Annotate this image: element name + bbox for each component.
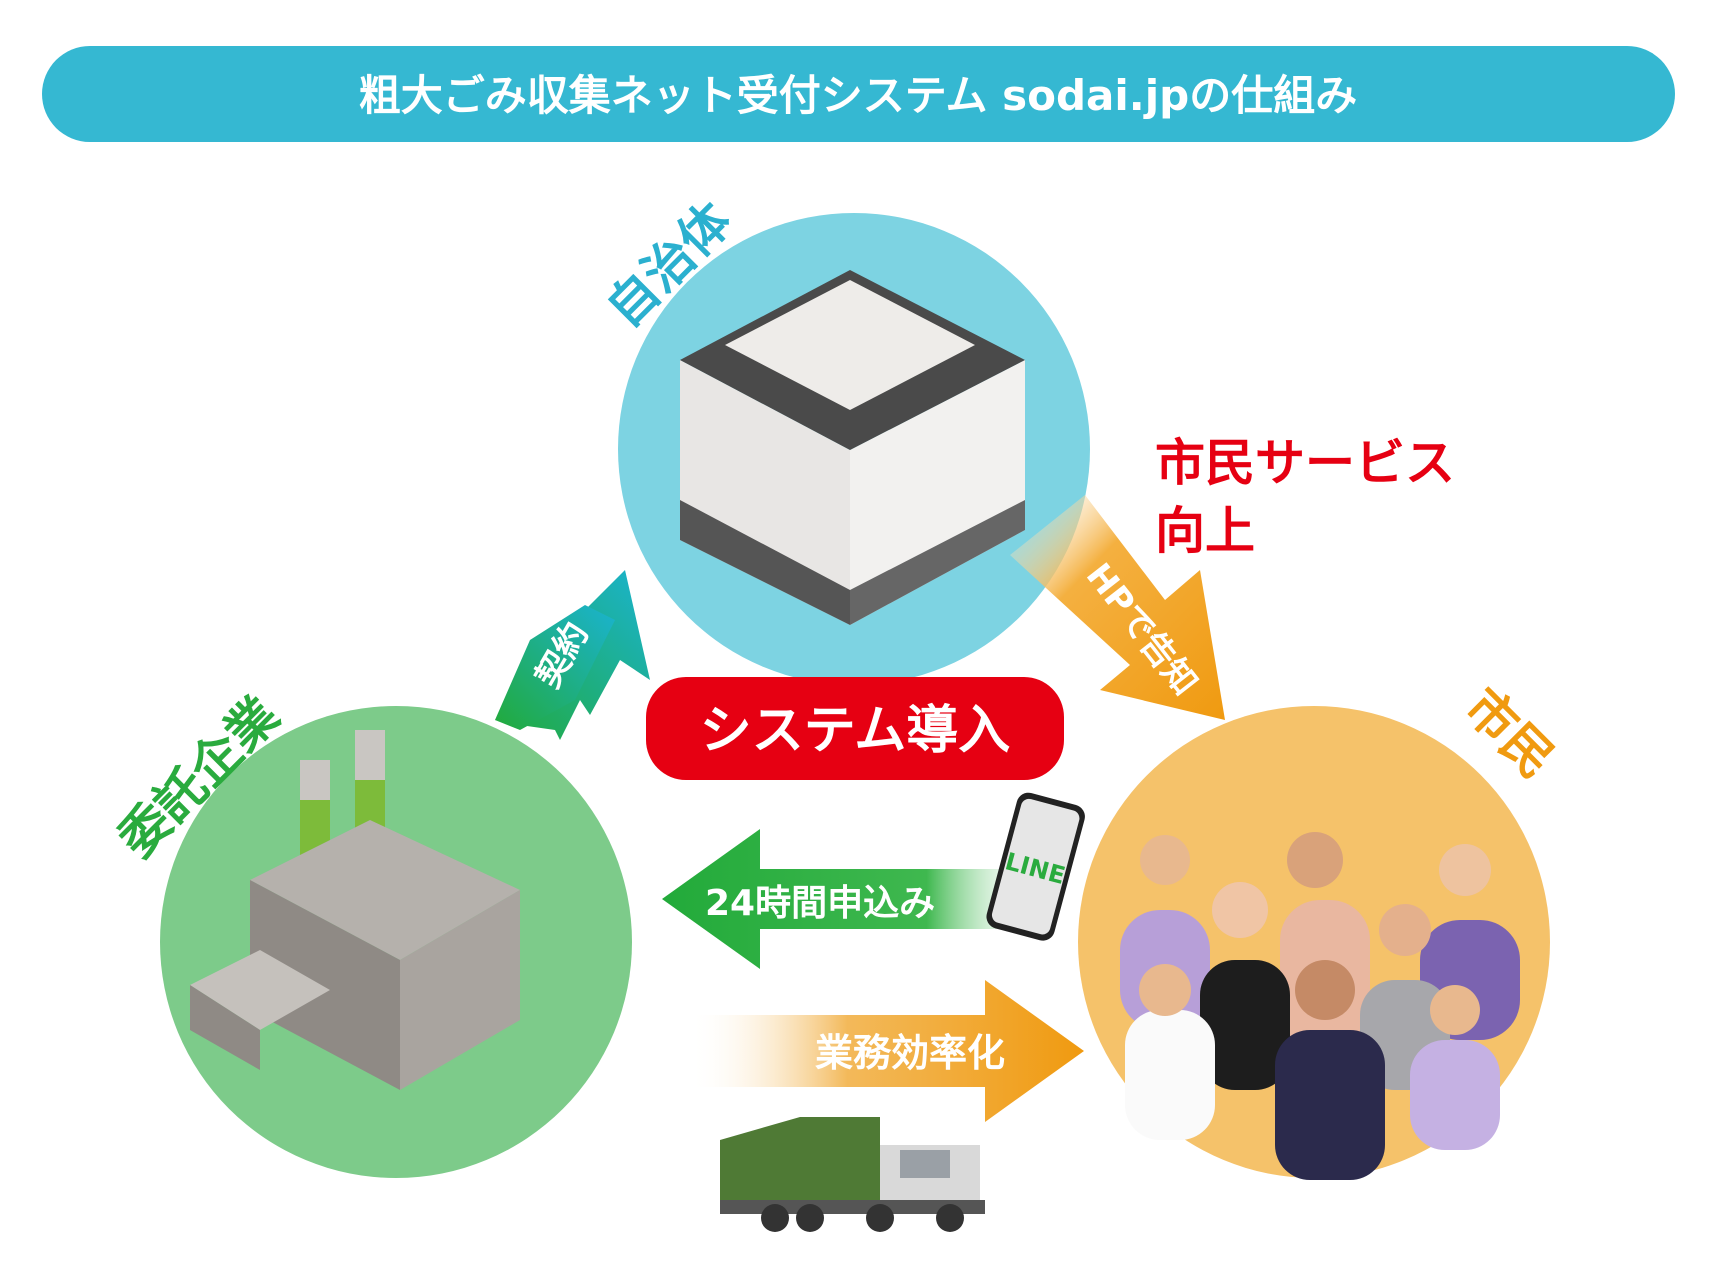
city-hall-building-icon xyxy=(680,270,1025,625)
factory-building-icon xyxy=(190,730,520,1090)
smartphone-line-icon: LINE xyxy=(986,792,1085,941)
system-introduction-label: システム導入 xyxy=(700,701,1010,761)
benefit-line1: 市民サービス xyxy=(1155,434,1455,492)
title-bar: 粗大ごみ収集ネット受付システム sodai.jpの仕組み xyxy=(42,46,1675,142)
contract-arrow: 契約 xyxy=(495,570,650,740)
benefit-line2: 向上 xyxy=(1155,502,1255,560)
efficiency-arrow: 業務効率化 xyxy=(690,980,1084,1122)
title: 粗大ごみ収集ネット受付システム sodai.jpの仕組み xyxy=(359,71,1357,120)
apply-24h-label: 24時間申込み xyxy=(705,883,935,924)
system-introduction-badge: システム導入 xyxy=(646,677,1064,780)
garbage-truck-icon xyxy=(720,1117,985,1232)
efficiency-label: 業務効率化 xyxy=(815,1031,1005,1075)
apply-24h-arrow: 24時間申込み xyxy=(662,829,1040,969)
citizens-group-icon xyxy=(1120,832,1520,1180)
